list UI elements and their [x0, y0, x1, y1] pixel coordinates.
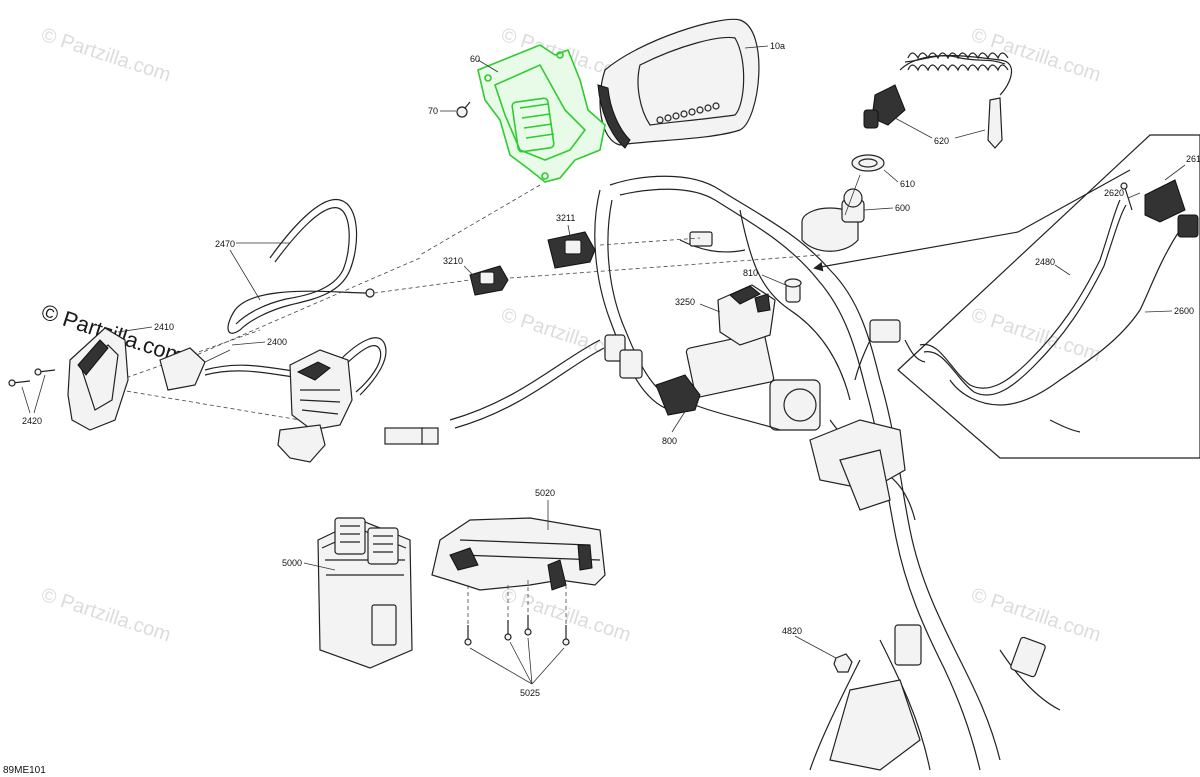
label-3210: 3210: [443, 256, 463, 266]
part-3210-connector: 3210: [443, 256, 509, 296]
watermark: © Partzilla.com: [968, 24, 1103, 87]
label-2420: 2420: [22, 416, 42, 426]
part-4820-nut: 4820: [782, 626, 853, 673]
part-10a-display: 10a: [597, 18, 785, 149]
label-3211: 3211: [556, 213, 575, 223]
part-60-bracket: 60: [470, 44, 606, 183]
label-5025: 5025: [520, 688, 540, 698]
label-5000: 5000: [282, 558, 302, 568]
label-610: 610: [900, 179, 915, 189]
part-620-tether-cord: 620: [863, 52, 1013, 149]
part-5020-ecm-cover: 5020: [431, 488, 606, 591]
label-4820: 4820: [782, 626, 802, 636]
label-70: 70: [428, 106, 438, 116]
watermark: © Partzilla.com: [968, 584, 1103, 647]
part-3250-module: 3250: [675, 284, 776, 346]
label-2620: 2620: [1104, 188, 1124, 198]
label-600: 600: [895, 203, 910, 213]
main-harness: [384, 175, 1061, 771]
part-70-screw: 70: [428, 101, 471, 118]
watermark: © Partzilla.com: [968, 304, 1103, 367]
part-600-dess-post: 600: [801, 174, 910, 252]
part-5025-screws: 5025: [464, 580, 570, 698]
part-810-relay: 810: [743, 268, 802, 303]
label-3250: 3250: [675, 297, 695, 307]
inset-panel: 2480 2600 2610 2620: [813, 134, 1200, 459]
label-5020: 5020: [535, 488, 555, 498]
part-2620-screw: 2620: [1104, 182, 1141, 211]
label-2470: 2470: [215, 239, 235, 249]
part-800-connector: 800: [655, 374, 781, 446]
label-2410: 2410: [154, 322, 174, 332]
label-800: 800: [662, 436, 677, 446]
harness-connector: [384, 427, 424, 445]
label-10a: 10a: [770, 41, 785, 51]
part-2410-switch-housing: 2410: [67, 322, 174, 431]
harness-connector-lower: [894, 624, 922, 666]
label-810: 810: [743, 268, 758, 278]
label-60: 60: [470, 54, 480, 64]
label-620: 620: [934, 136, 949, 146]
display-buttons: [656, 102, 720, 124]
label-2600: 2600: [1174, 306, 1194, 316]
part-610-ring-nut: 610: [851, 154, 915, 189]
label-2400: 2400: [267, 337, 287, 347]
part-2480-cable: 2480: [904, 199, 1127, 396]
label-2610: 2610: [1186, 154, 1200, 164]
part-2610-switch: 2610: [1144, 154, 1200, 238]
part-3211-connector: 3211: [547, 213, 596, 269]
part-2420-screws: 2420: [8, 368, 56, 426]
diagram-code: 89ME101: [3, 765, 46, 776]
part-5000-ecm: 5000: [282, 517, 413, 669]
part-2600-cable: 2600: [949, 229, 1194, 433]
part-2400-handlebar-switch: 2400: [159, 337, 387, 463]
part-2470-cable: 2470: [215, 198, 375, 334]
watermark: © Partzilla.com: [38, 24, 173, 87]
label-2480: 2480: [1035, 257, 1055, 267]
watermark: © Partzilla.com: [38, 584, 173, 647]
